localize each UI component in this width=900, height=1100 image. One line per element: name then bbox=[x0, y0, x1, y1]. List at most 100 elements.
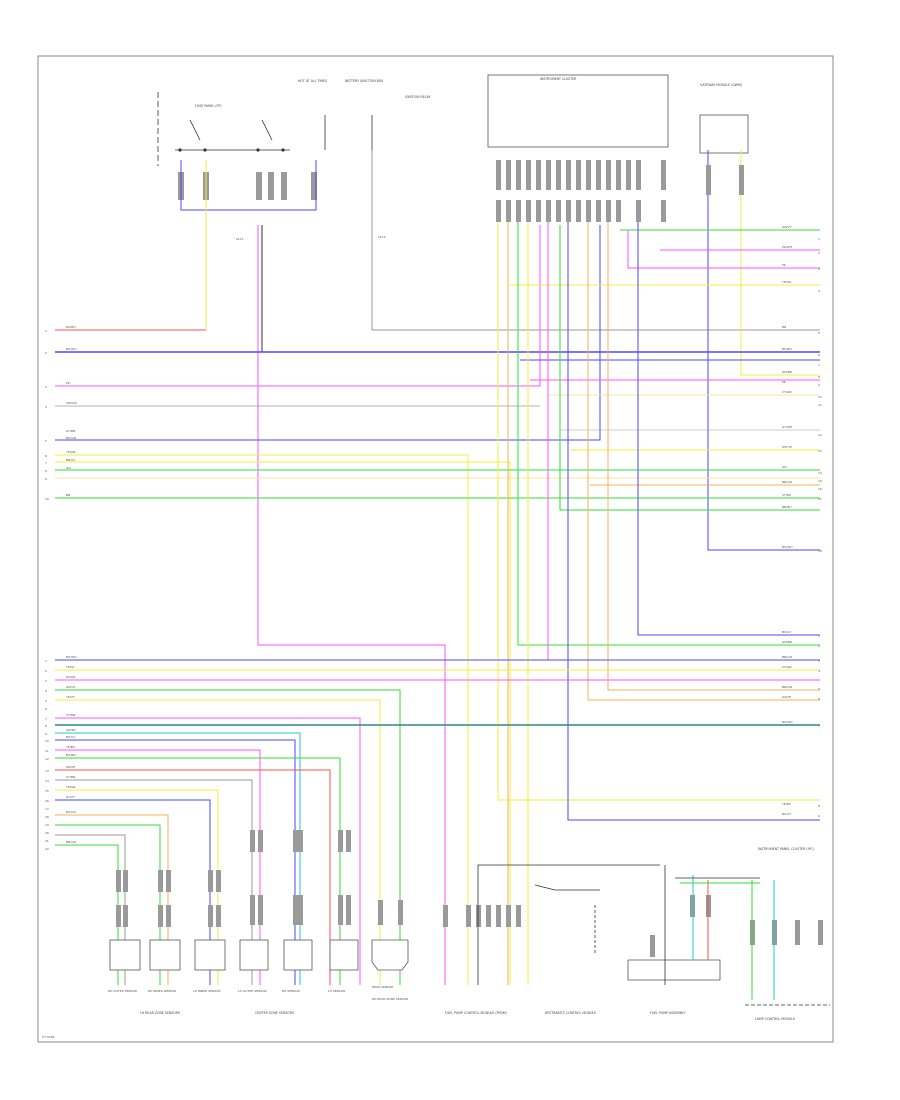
svg-text:RH INNER SENSOR: RH INNER SENSOR bbox=[148, 989, 176, 993]
svg-text:GN/BU: GN/BU bbox=[66, 728, 76, 732]
svg-text:GN/YE: GN/YE bbox=[66, 765, 75, 769]
svg-text:8: 8 bbox=[45, 469, 47, 473]
svg-text:2: 2 bbox=[818, 251, 820, 255]
svg-text:15: 15 bbox=[818, 479, 822, 483]
svg-text:VT/BU: VT/BU bbox=[782, 493, 791, 497]
left-pin-labels-upper: 1 2 3 4 5 6 7 8 9 10 bbox=[45, 329, 49, 501]
svg-text:GN/YE: GN/YE bbox=[782, 695, 791, 699]
svg-text:GN/BN: GN/BN bbox=[782, 640, 792, 644]
center-sensor-group: LH OUTER SENSOR RH SENSOR LH SENSOR CENT… bbox=[238, 939, 359, 1015]
right-wire-labels-upper: GN/VT PK/WH PK YE/OG BN BU/BN GN/BN PK V… bbox=[782, 225, 793, 549]
svg-text:BU/GY: BU/GY bbox=[782, 630, 791, 634]
svg-text:10: 10 bbox=[818, 395, 822, 399]
svg-text:INSTRUMENT CLUSTER: INSTRUMENT CLUSTER bbox=[540, 77, 577, 81]
svg-text:FUEL PUMP ASSEMBLY: FUEL PUMP ASSEMBLY bbox=[650, 1011, 685, 1015]
svg-text:3: 3 bbox=[45, 385, 47, 389]
svg-text:BU/OG: BU/OG bbox=[66, 810, 77, 814]
right-pin-labels-lower: 1 2 3 4 5 6 7 8 9 bbox=[818, 634, 820, 818]
svg-text:19: 19 bbox=[45, 823, 49, 827]
svg-text:15: 15 bbox=[45, 789, 49, 793]
svg-text:2: 2 bbox=[818, 644, 820, 648]
svg-text:BU/WH: BU/WH bbox=[66, 347, 77, 351]
svg-text:BN/GN: BN/GN bbox=[66, 840, 76, 844]
svg-text:BU/WH: BU/WH bbox=[782, 545, 793, 549]
svg-text:BU/GN: BU/GN bbox=[66, 436, 76, 440]
svg-text:GATEWAY MODULE (GWM): GATEWAY MODULE (GWM) bbox=[700, 83, 742, 87]
svg-text:16: 16 bbox=[818, 487, 822, 491]
footer-code: CT 0484 bbox=[42, 1035, 55, 1039]
svg-text:BN/GN: BN/GN bbox=[782, 480, 792, 484]
ignition-relay-label: IGNITION RELAY bbox=[405, 95, 431, 99]
svg-text:REAR SENSOR: REAR SENSOR bbox=[372, 985, 393, 989]
svg-text:4: 4 bbox=[45, 689, 47, 693]
svg-text:YE/GN: YE/GN bbox=[66, 785, 75, 789]
cluster-connectors bbox=[496, 160, 744, 222]
svg-text:BN/GN: BN/GN bbox=[782, 685, 792, 689]
svg-text:11: 11 bbox=[818, 403, 822, 407]
svg-text:6: 6 bbox=[45, 707, 47, 711]
svg-text:GN: GN bbox=[782, 465, 787, 469]
svg-text:9: 9 bbox=[818, 814, 820, 818]
instrument-cluster: INSTRUMENT CLUSTER bbox=[487, 74, 669, 148]
svg-text:YE/VT: YE/VT bbox=[66, 695, 75, 699]
svg-text:7: 7 bbox=[45, 461, 47, 465]
left-wire-labels-lower: BU/WH YE/GY PK/GN GN/VT YE/VT VT/BN GN/B… bbox=[66, 655, 77, 844]
upper-harness bbox=[55, 225, 820, 985]
svg-text:5: 5 bbox=[818, 687, 820, 691]
fuse-panel: FUSE PANEL (FP) bbox=[157, 92, 290, 166]
svg-text:BN/GY: BN/GY bbox=[66, 458, 75, 462]
svg-text:YE/BU: YE/BU bbox=[782, 802, 791, 806]
svg-text:3: 3 bbox=[818, 267, 820, 271]
svg-text:13: 13 bbox=[45, 769, 49, 773]
svg-text:YE/GN: YE/GN bbox=[66, 450, 75, 454]
svg-text:WH/GN: WH/GN bbox=[66, 401, 77, 405]
svg-text:18: 18 bbox=[45, 815, 49, 819]
svg-text:RH SENSOR: RH SENSOR bbox=[282, 989, 300, 993]
svg-text:4: 4 bbox=[45, 405, 47, 409]
right-wire-labels-lower: BU/GY GN/BN BN/GN VT/GN BN/GN GN/YE BU/W… bbox=[782, 630, 793, 816]
hot-at-all-times-label: HOT AT ALL TIMES bbox=[298, 79, 327, 83]
svg-text:WH/YE: WH/YE bbox=[782, 445, 792, 449]
svg-text:BU/BN: BU/BN bbox=[782, 347, 792, 351]
fuel-pump-module: FUEL PUMP CONTROL MODULE (FPDM) bbox=[445, 864, 660, 1015]
svg-text:5: 5 bbox=[818, 331, 820, 335]
svg-text:BN: BN bbox=[782, 325, 786, 329]
left-wire-labels-upper: RD/BU BU/WH PK WH/GN GY/BN BU/GN YE/GN B… bbox=[66, 325, 77, 497]
svg-text:14: 14 bbox=[45, 779, 49, 783]
svg-text:16: 16 bbox=[45, 799, 49, 803]
svg-text:GY/BN: GY/BN bbox=[66, 775, 75, 779]
svg-text:2: 2 bbox=[45, 351, 47, 355]
fuse-panel-label: FUSE PANEL (FP) bbox=[195, 104, 222, 108]
svg-text:10: 10 bbox=[45, 497, 49, 501]
svg-text:FUEL PUMP CONTROL MODULE (FPDM: FUEL PUMP CONTROL MODULE (FPDM) bbox=[445, 1011, 507, 1015]
svg-text:17: 17 bbox=[45, 807, 49, 811]
svg-text:20: 20 bbox=[45, 831, 49, 835]
svg-text:LH OUTER SENSOR: LH OUTER SENSOR bbox=[238, 989, 267, 993]
svg-text:BU/WH: BU/WH bbox=[66, 655, 77, 659]
svg-text:7: 7 bbox=[818, 724, 820, 728]
svg-text:8: 8 bbox=[818, 804, 820, 808]
svg-text:18: 18 bbox=[818, 549, 822, 553]
svg-text:6: 6 bbox=[818, 697, 820, 701]
svg-text:1: 1 bbox=[818, 634, 820, 638]
svg-text:8: 8 bbox=[45, 724, 47, 728]
svg-text:PK: PK bbox=[782, 380, 787, 384]
svg-text:7: 7 bbox=[818, 363, 820, 367]
svg-text:RH OUTER SENSOR: RH OUTER SENSOR bbox=[108, 989, 137, 993]
svg-text:BU/BN: BU/BN bbox=[66, 753, 76, 757]
svg-text:6: 6 bbox=[818, 353, 820, 357]
svg-text:12: 12 bbox=[818, 433, 822, 437]
svg-text:PK/WH: PK/WH bbox=[782, 245, 792, 249]
svg-text:21: 21 bbox=[45, 839, 49, 843]
fuse-panel-connectors bbox=[178, 172, 317, 200]
splice-mid-label: S112 bbox=[378, 235, 386, 239]
svg-text:11: 11 bbox=[45, 749, 49, 753]
svg-text:PK: PK bbox=[66, 381, 71, 385]
svg-text:INSTRUMENT PANEL CLUSTER (IPC): INSTRUMENT PANEL CLUSTER (IPC) bbox=[758, 847, 814, 851]
svg-text:2: 2 bbox=[45, 669, 47, 673]
cluster-drop-wires bbox=[497, 222, 820, 985]
lower-harness bbox=[55, 659, 820, 985]
right-pin-labels-upper: 1 2 3 4 5 6 7 8 9 10 11 12 13 14 15 16 1… bbox=[818, 237, 822, 553]
svg-text:VT/BN: VT/BN bbox=[66, 713, 75, 717]
